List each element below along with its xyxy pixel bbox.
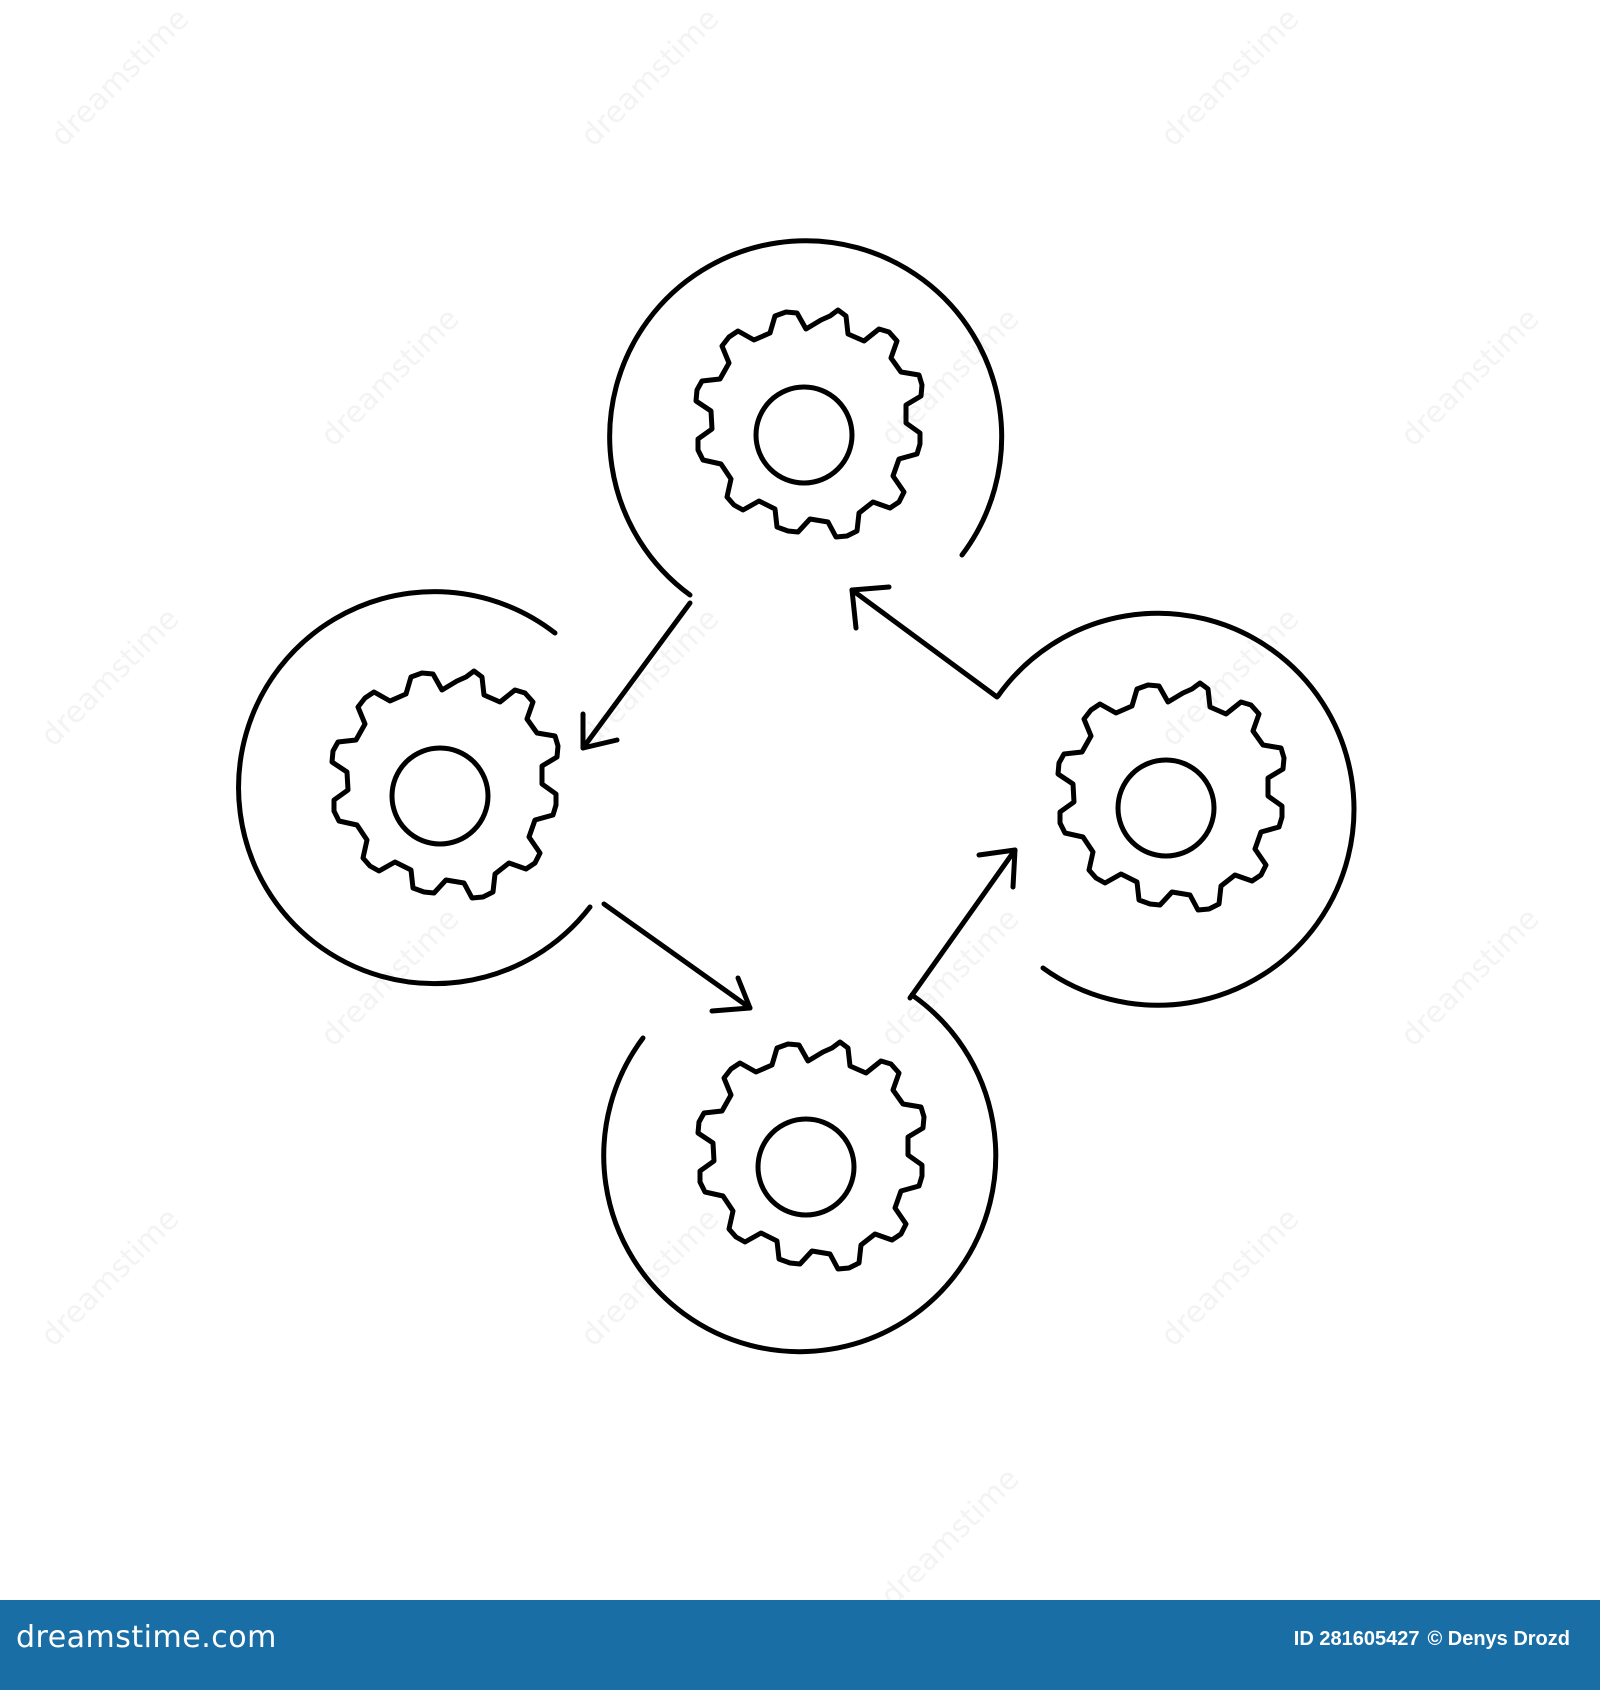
gear-icon (332, 671, 558, 898)
right-node-ring (995, 610, 1357, 1008)
gear-icon (693, 307, 925, 540)
left-node-ring (236, 589, 593, 987)
arrow-left-to-bottom (601, 901, 753, 1014)
arrow-bottom-to-right (907, 847, 1018, 1001)
arrow-right-to-top (849, 584, 1000, 700)
watermark-footer-bar: dreamstime.com ID 281605427 © Denys Drozd (0, 1600, 1600, 1690)
brand-logo: dreamstime.com (16, 1620, 277, 1655)
gear-cycle-diagram (236, 238, 1357, 1355)
gear-icon (698, 1042, 924, 1269)
bottom-node-ring (601, 992, 999, 1355)
image-id: ID 281605427 (1293, 1628, 1420, 1650)
gear-icon (1058, 683, 1284, 910)
top-node-ring (607, 238, 1005, 598)
image-credit: ID 281605427 © Denys Drozd (1294, 1628, 1570, 1651)
copyright-text: © Denys Drozd (1427, 1628, 1570, 1650)
arrow-top-to-left (580, 600, 693, 751)
diagram-outline (236, 238, 1357, 1355)
